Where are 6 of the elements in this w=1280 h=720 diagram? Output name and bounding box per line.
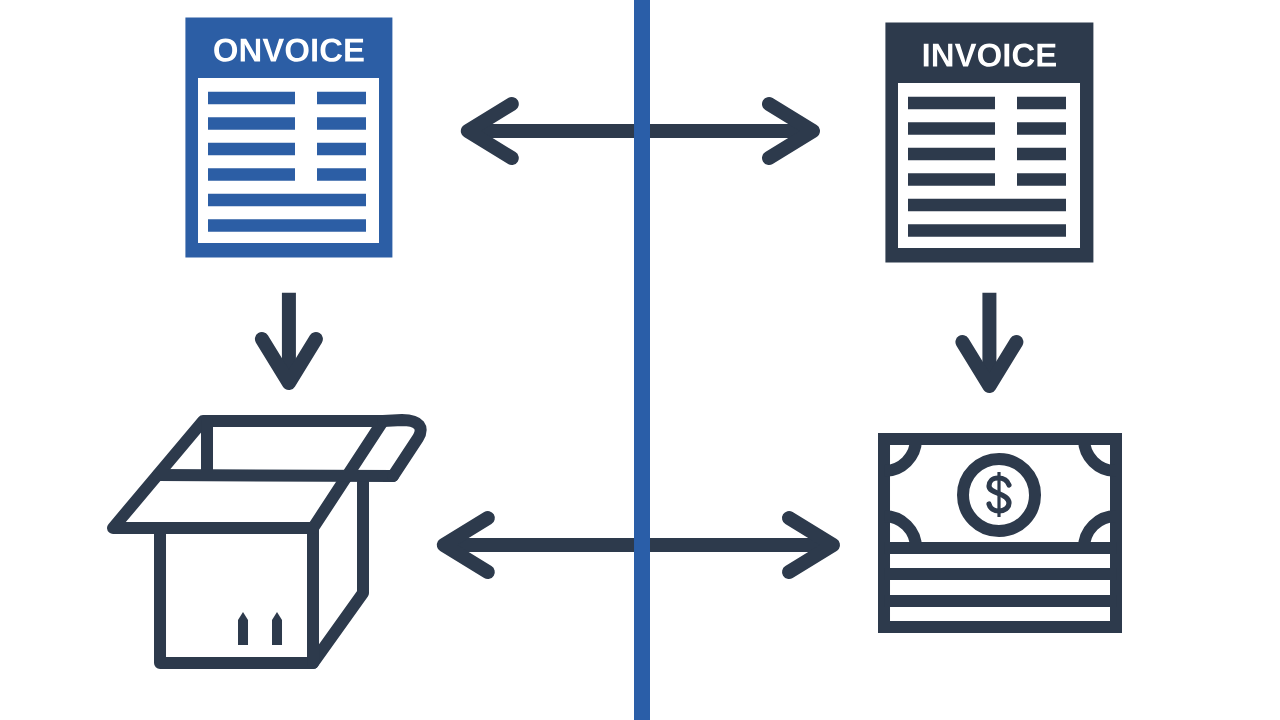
double-arrow xyxy=(460,97,820,165)
open-box-drawing xyxy=(107,414,427,669)
invoice-document: INVOICE xyxy=(885,22,1094,263)
double-arrow xyxy=(436,511,840,579)
banknote-stack-drawing xyxy=(878,433,1122,633)
invoice-document: ONVOICE xyxy=(185,17,393,258)
